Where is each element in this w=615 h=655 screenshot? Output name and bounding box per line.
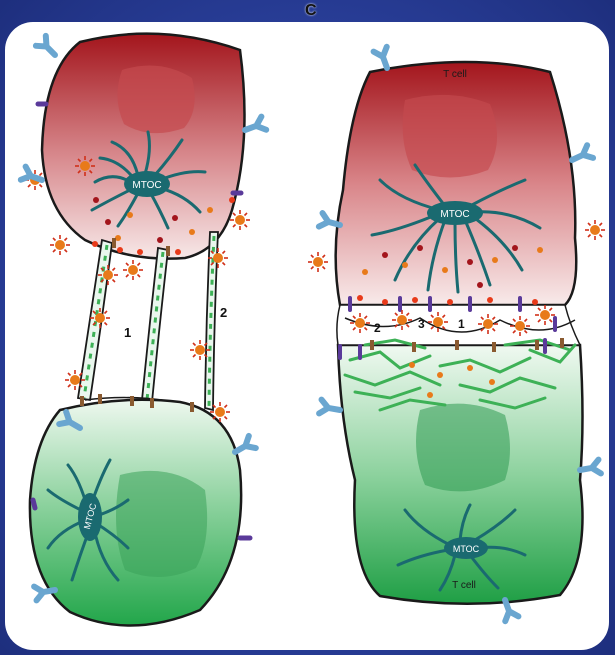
left-bottom-nucleus [116, 471, 207, 577]
left-synapse: MTOC [21, 34, 266, 626]
right-label-3: 3 [418, 317, 425, 331]
cell-diagram: MTOC [5, 22, 609, 650]
left-label-1: 1 [124, 325, 131, 340]
left-top-nucleus [117, 66, 194, 134]
panel-label: C [305, 2, 317, 20]
figure-panel: MTOC [5, 22, 609, 650]
right-synapse: T cell MTOC [308, 47, 605, 621]
right-bottom-nucleus [416, 404, 510, 492]
right-bottom-mtoc-label: MTOC [453, 544, 480, 554]
right-label-1: 1 [458, 317, 465, 331]
left-top-mtoc-label: MTOC [132, 180, 161, 191]
right-top-mtoc-label: MTOC [440, 209, 469, 220]
right-label-2: 2 [374, 321, 381, 335]
right-top-cell-label: T cell [443, 69, 467, 80]
right-bottom-cell-label: T cell [452, 580, 476, 591]
left-label-2: 2 [220, 305, 227, 320]
